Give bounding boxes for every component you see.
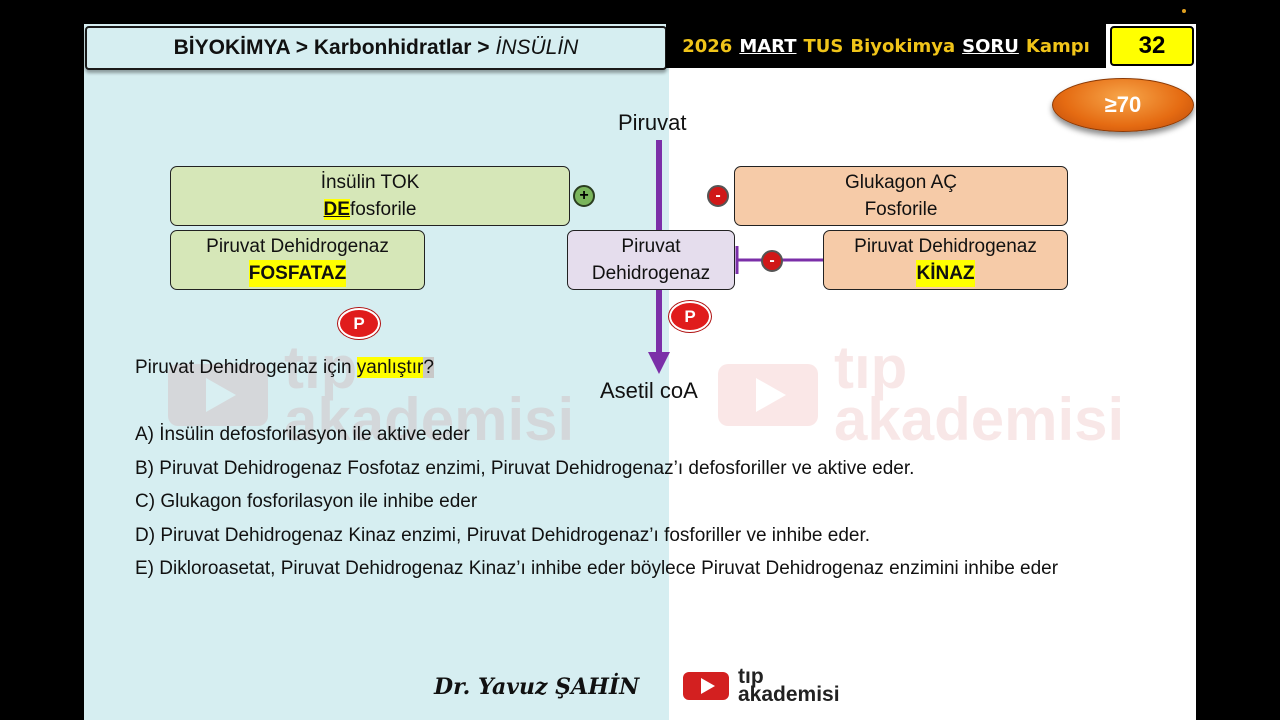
phosphatase-box-line1: Piruvat Dehidrogenaz bbox=[206, 236, 389, 257]
question-highlight: yanlıştır bbox=[356, 357, 424, 378]
question-suffix: ? bbox=[423, 357, 434, 378]
glucagon-box: Glukagon AÇ Fosforile bbox=[734, 166, 1068, 226]
author-signature: Dr. Yavuz ŞAHİN bbox=[434, 674, 640, 700]
phosphate-badge-left: P bbox=[338, 308, 380, 339]
phosphatase-box-line2: FOSFATAZ bbox=[248, 260, 347, 287]
logo-text-line1: tıp bbox=[738, 665, 764, 688]
level-badge: ≥70 bbox=[1052, 78, 1194, 132]
page-number: 32 bbox=[1110, 26, 1194, 66]
kinase-box-line1: Piruvat Dehidrogenaz bbox=[854, 236, 1037, 257]
watermark-play-icon bbox=[168, 364, 268, 426]
label-piruvat: Piruvat bbox=[618, 110, 687, 135]
logo-text-line2: akademisi bbox=[738, 683, 840, 706]
pdh-center-line1: Piruvat bbox=[621, 236, 681, 257]
plus-icon: + bbox=[573, 185, 595, 207]
option-c[interactable]: C) Glukagon fosforilasyon ile inhibe ede… bbox=[135, 491, 478, 512]
camp-title: 2026 MART TUS Biyokimya SORU Kampı bbox=[666, 24, 1106, 68]
breadcrumb: BİYOKİMYA > Karbonhidratlar > İNSÜLİN bbox=[85, 26, 667, 70]
option-e[interactable]: E) Dikloroasetat, Piruvat Dehidrogenaz K… bbox=[135, 558, 1059, 579]
insulin-box-line1: İnsülin TOK bbox=[320, 172, 420, 193]
camp-subject: Biyokimya bbox=[850, 35, 956, 57]
kinase-box: Piruvat Dehidrogenaz KİNAZ bbox=[823, 230, 1068, 290]
insulin-box-line2: DEfosforile bbox=[323, 196, 417, 223]
watermark-text-1: tıp bbox=[834, 334, 908, 401]
camp-year: 2026 bbox=[682, 35, 733, 57]
insulin-de-highlight: DE bbox=[323, 199, 350, 220]
camp-month: MART bbox=[739, 35, 797, 57]
question-prefix: Piruvat Dehidrogenaz için bbox=[135, 357, 357, 378]
main-arrow-head bbox=[648, 352, 670, 374]
watermark-text-1: tıp bbox=[284, 334, 358, 401]
decorative-dot bbox=[1182, 9, 1186, 13]
option-d[interactable]: D) Piruvat Dehidrogenaz Kinaz enzimi, Pi… bbox=[135, 524, 871, 546]
minus-icon: - bbox=[707, 185, 729, 207]
option-a[interactable]: A) İnsülin defosforilasyon ile aktive ed… bbox=[135, 424, 470, 445]
watermark-play-icon bbox=[718, 364, 818, 426]
glucagon-box-line2: Fosforile bbox=[864, 199, 938, 220]
pdh-center-line2: Dehidrogenaz bbox=[591, 263, 711, 284]
insulin-box: İnsülin TOK DEfosforile bbox=[170, 166, 570, 226]
camp-exam: TUS bbox=[803, 35, 844, 57]
kinase-box-line2: KİNAZ bbox=[916, 260, 975, 287]
breadcrumb-path: BİYOKİMYA > Karbonhidratlar > bbox=[173, 36, 490, 59]
question-text: Piruvat Dehidrogenaz için yanlıştır? bbox=[135, 357, 434, 379]
play-logo-icon bbox=[683, 672, 729, 700]
camp-type: SORU bbox=[962, 35, 1019, 57]
phosphate-badge-center: P bbox=[669, 301, 711, 332]
option-b[interactable]: B) Piruvat Dehidrogenaz Fosfotaz enzimi,… bbox=[135, 457, 915, 479]
label-asetil-coa: Asetil coA bbox=[600, 378, 698, 403]
phosphatase-box: Piruvat Dehidrogenaz FOSFATAZ bbox=[170, 230, 425, 290]
pdh-center-box: Piruvat Dehidrogenaz bbox=[567, 230, 735, 290]
minus-icon-inhibition: - bbox=[761, 250, 783, 272]
answer-options: A) İnsülin defosforilasyon ile aktive ed… bbox=[135, 422, 1058, 590]
camp-suffix: Kampı bbox=[1025, 35, 1090, 57]
watermark-text-2: akademisi bbox=[834, 386, 1125, 453]
watermark-text-2: akademisi bbox=[284, 386, 575, 453]
breadcrumb-topic: İNSÜLİN bbox=[495, 36, 579, 59]
glucagon-box-line1: Glukagon AÇ bbox=[845, 172, 957, 193]
insulin-fosforile: fosforile bbox=[349, 199, 417, 220]
